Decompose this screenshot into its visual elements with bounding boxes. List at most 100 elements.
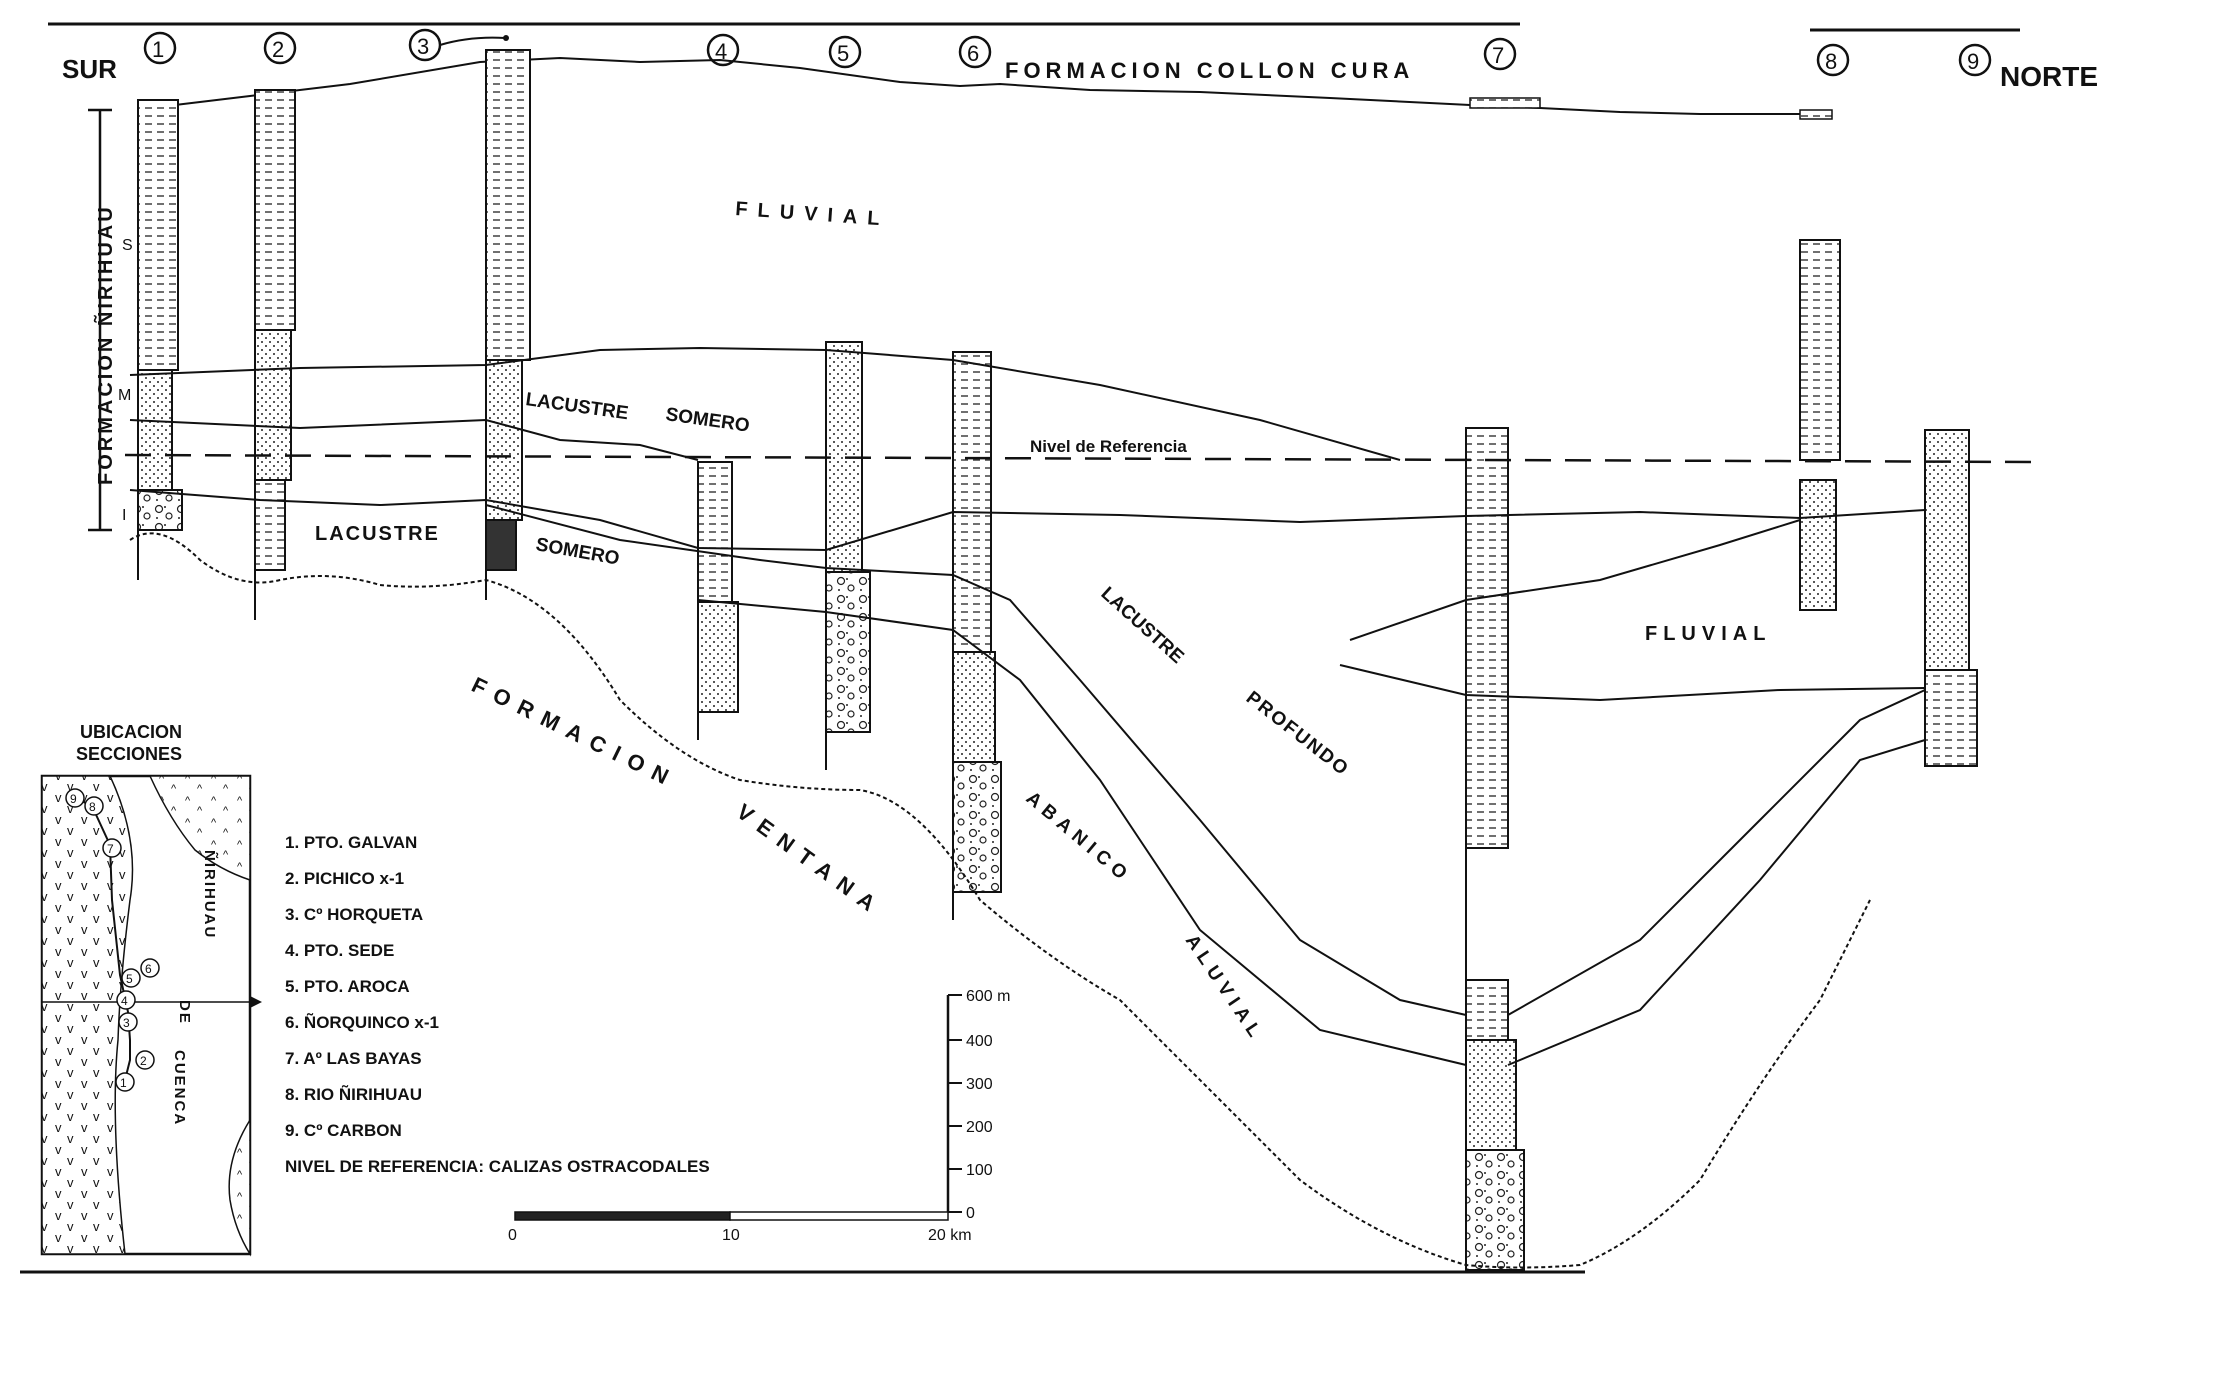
inset-marker-2: 2 [135, 1050, 155, 1070]
column-section-9 [1924, 429, 1978, 767]
reference-level-line [124, 453, 2041, 464]
svg-text:5: 5 [837, 41, 849, 66]
vscale-tick-0: 0 [966, 1205, 975, 1222]
collon-cura-cap-7 [1469, 97, 1541, 109]
inset-label-nirihuau: ÑIRIHUAU [201, 850, 219, 939]
column-section-2 [254, 89, 296, 620]
inset-section-track-line [74, 797, 131, 1081]
inset-marker-4: 4 [116, 990, 136, 1010]
svg-text:4: 4 [715, 39, 727, 64]
svg-text:4: 4 [121, 994, 128, 1008]
svg-text:1: 1 [152, 37, 164, 62]
legend-entry-7: 7. Aº LAS BAYAS [285, 1049, 422, 1068]
legend-entry-1: 1. PTO. GALVAN [285, 833, 417, 852]
inset-marker-3: 3 [118, 1012, 138, 1032]
abanico-aluvial-label-1: ABANICO [1022, 788, 1136, 888]
inset-title-line-2: SECCIONES [76, 744, 182, 764]
column-section-5 [825, 341, 871, 770]
collon-cura-label: FORMACION COLLON CURA [1005, 58, 1414, 83]
stratigraphic-columns [137, 49, 1978, 1271]
svg-text:7: 7 [107, 842, 114, 856]
section-marker-1: 1 [143, 31, 177, 65]
vscale-tick-200: 200 [966, 1119, 993, 1136]
svg-text:3: 3 [123, 1016, 130, 1030]
column-section-7 [1465, 427, 1525, 1271]
lacustre-somero-upper-label-2: SOMERO [664, 404, 751, 437]
vscale-tick-300: 300 [966, 1076, 993, 1093]
hscale-tick-0: 0 [508, 1227, 517, 1244]
member-i-label: I [122, 507, 126, 524]
svg-text:6: 6 [145, 962, 152, 976]
svg-text:8: 8 [1825, 49, 1837, 74]
nirihuau-formation-label: FORMACION ÑIRIHUAU [94, 204, 117, 485]
location-inset-map: UBICACION SECCIONES ÑIRIHUAU DE CUENCA 9… [40, 722, 262, 1257]
svg-text:9: 9 [1967, 49, 1979, 74]
column-section-4 [697, 461, 739, 740]
section-marker-9: 9 [1958, 43, 1992, 77]
lacustre-somero-lower-label-2: SOMERO [534, 534, 621, 569]
legend-entry-5: 5. PTO. AROCA [285, 977, 410, 996]
legend-reference-note: NIVEL DE REFERENCIA: CALIZAS OSTRACODALE… [285, 1157, 710, 1176]
vertical-scale-bar: 600 m 400 300 200 100 0 [946, 988, 1010, 1222]
svg-text:3: 3 [417, 34, 429, 59]
lacustre-profundo-label-2: PROFUNDO [1242, 687, 1353, 780]
inset-marker-5: 5 [121, 968, 141, 988]
section-marker-5: 5 [828, 35, 862, 69]
inset-basement-area-southeast [228, 1117, 251, 1257]
member-m-label: M [118, 387, 131, 404]
section-marker-3: 3 [408, 28, 509, 62]
svg-text:7: 7 [1492, 43, 1504, 68]
legend-entry-3: 3. Cº HORQUETA [285, 905, 423, 924]
svg-text:2: 2 [140, 1054, 147, 1068]
inset-marker-6: 6 [140, 958, 160, 978]
section-marker-8: 8 [1816, 43, 1850, 77]
svg-text:1: 1 [120, 1076, 127, 1090]
hscale-tick-20: 20 km [928, 1227, 972, 1244]
collon-cura-base-line [149, 56, 1831, 115]
member-s-label: S [122, 237, 133, 254]
ventana-formation-base-line [129, 532, 1871, 1269]
fluvial-right-label: FLUVIAL [1645, 623, 1771, 645]
inset-marker-1: 1 [115, 1072, 135, 1092]
inset-label-cuenca: CUENCA [171, 1050, 188, 1126]
inset-label-de: DE [176, 1000, 193, 1025]
vscale-tick-100: 100 [966, 1162, 993, 1179]
inset-marker-7: 7 [102, 838, 122, 858]
inset-section-markers: 9 8 7 6 5 4 3 2 1 [65, 788, 160, 1092]
hscale-tick-10: 10 [722, 1227, 740, 1244]
lacustre-somero-upper-label-1: LACUSTRE [524, 389, 629, 424]
legend-entry-2: 2. PICHICO x-1 [285, 869, 404, 888]
collon-cura-cap-8 [1799, 109, 1833, 120]
svg-text:6: 6 [967, 41, 979, 66]
fluvial-upper-label: FLUVIAL [735, 198, 891, 231]
lacustre-somero-lower-label-1: LACUSTRE [315, 523, 440, 545]
legend-entry-9: 9. Cº CARBON [285, 1121, 402, 1140]
vscale-tick-400: 400 [966, 1033, 993, 1050]
section-number-markers: 1 2 3 4 5 6 7 8 9 [143, 28, 1992, 77]
legend-entry-4: 4. PTO. SEDE [285, 941, 394, 960]
south-label: SUR [62, 54, 117, 84]
abanico-aluvial-label-2: ALUVIAL [1181, 931, 1268, 1046]
inset-arrow-icon [250, 996, 262, 1008]
north-label: NORTE [2000, 61, 2098, 92]
vscale-tick-600: 600 m [966, 988, 1010, 1005]
section-marker-6: 6 [958, 35, 992, 69]
inset-marker-9: 9 [65, 788, 85, 808]
legend-entry-6: 6. ÑORQUINCO x-1 [285, 1012, 439, 1032]
section-names-legend: 1. PTO. GALVAN 2. PICHICO x-1 3. Cº HORQ… [285, 833, 710, 1176]
column-section-3 [485, 49, 531, 600]
section-marker-2: 2 [263, 31, 297, 65]
reference-level-label: Nivel de Referencia [1030, 437, 1187, 456]
inset-basement-area-northeast [148, 775, 251, 882]
column-section-1 [137, 99, 183, 580]
inset-marker-8: 8 [84, 796, 104, 816]
inset-title-line-1: UBICACION [80, 722, 182, 742]
svg-text:9: 9 [70, 792, 77, 806]
svg-text:5: 5 [126, 972, 133, 986]
column-section-8 [1799, 239, 1841, 611]
correlation-lines [129, 346, 1926, 1066]
ventana-formation-label-1: FORMACION [468, 672, 682, 793]
horizontal-scale-bar: 0 10 20 km [508, 1211, 972, 1244]
